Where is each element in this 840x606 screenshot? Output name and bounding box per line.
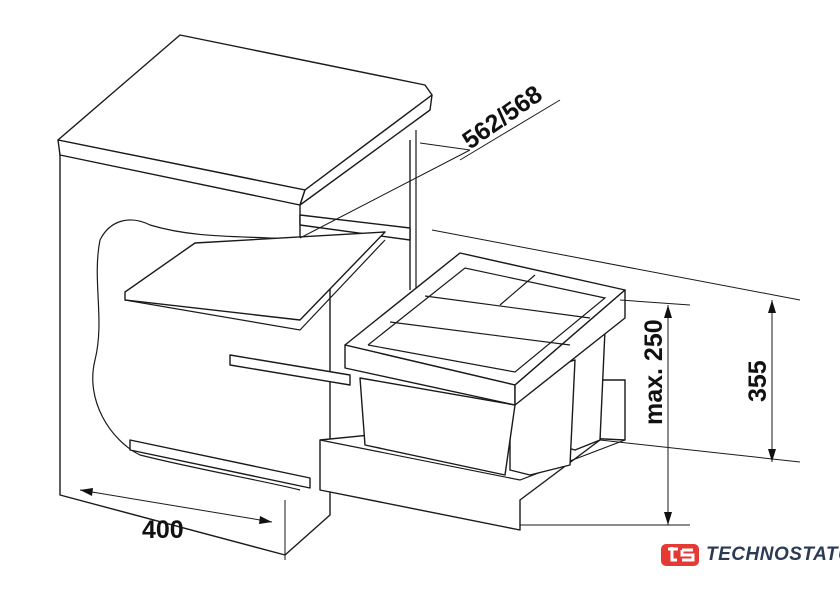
frame-inner	[367, 267, 607, 373]
svg-text:355: 355	[744, 360, 772, 402]
brand-name: TECHNOSTATUS	[706, 544, 840, 565]
tray-front	[319, 439, 626, 481]
shelf-front	[124, 239, 386, 331]
divider-1	[389, 321, 571, 346]
brand-logo: TECHNOSTATUS	[660, 543, 840, 567]
dimension-bin-height: max. 250	[520, 299, 691, 526]
divider-2	[424, 295, 591, 319]
ts-logo-icon	[661, 544, 699, 566]
cabinet-left-panel	[59, 149, 331, 556]
pullout-shelf	[124, 231, 386, 321]
svg-text:400: 400	[142, 516, 184, 544]
bin-front	[359, 377, 516, 476]
lower-rail	[229, 354, 351, 386]
svg-text:562/568: 562/568	[457, 80, 547, 155]
dimension-cabinet-height: 355	[431, 229, 801, 463]
dimension-width: 400	[79, 488, 286, 560]
cabinet-cutout	[92, 219, 301, 491]
bin-frame-side	[514, 289, 626, 406]
countertop-side	[299, 94, 433, 206]
divider-3	[499, 274, 536, 306]
bottom-rail	[129, 439, 311, 489]
svg-text:max. 250: max. 250	[640, 319, 668, 425]
